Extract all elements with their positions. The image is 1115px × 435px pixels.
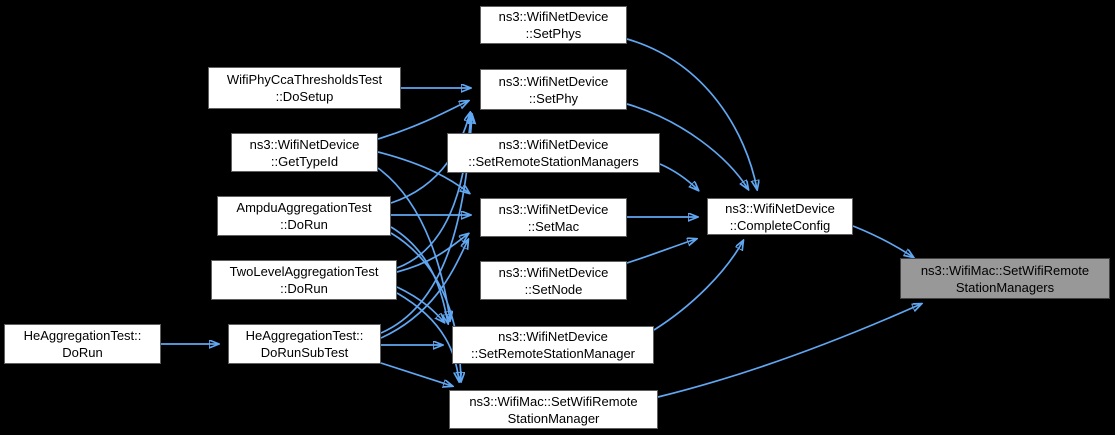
node-completeconfig[interactable]: ns3::WifiNetDevice ::CompleteConfig xyxy=(707,198,853,235)
node-label: ::SetMac xyxy=(527,218,580,234)
node-label: ::SetRemoteStationManager xyxy=(470,346,636,361)
node-label: ns3::WifiMac::SetWifiRemote xyxy=(920,262,1090,278)
node-label: ns3::WifiNetDevice xyxy=(249,136,360,152)
node-wifiphyccathresholdstest-dosetup[interactable]: WifiPhyCcaThresholdsTest ::DoSetup xyxy=(208,67,401,109)
node-label: DoRun xyxy=(62,345,103,360)
node-label: ns3::WifiNetDevice xyxy=(498,137,609,152)
node-label: StationManager xyxy=(507,410,600,426)
node-label: AmpduAggregationTest xyxy=(236,200,372,215)
edge-completeconfig-setwifirsms xyxy=(852,225,913,257)
node-label: StationManagers xyxy=(955,279,1055,295)
node-label: TwoLevelAggregationTest xyxy=(229,264,379,279)
node-label: ns3::WifiMac::SetWifiRemote xyxy=(469,393,638,409)
node-label: DoRunSubTest xyxy=(260,345,349,360)
node-label: ::DoSetup xyxy=(275,89,334,104)
node-setnode[interactable]: ns3::WifiNetDevice ::SetNode xyxy=(480,261,627,300)
node-label: ns3::WifiNetDevice xyxy=(498,201,609,217)
edge-twoleveldorun-setrsm xyxy=(396,286,444,322)
edge-setphys-completeconfig xyxy=(626,38,757,189)
node-label: ::SetPhys xyxy=(525,26,582,41)
edge-setrsms-completeconfig xyxy=(659,163,698,190)
node-label: ns3::WifiNetDevice xyxy=(498,329,608,344)
node-label: WifiPhyCcaThresholdsTest xyxy=(226,72,383,87)
edge-twoleveldorun-wmsetrsm xyxy=(396,292,459,381)
node-setphys[interactable]: ns3::WifiNetDevice ::SetPhys xyxy=(480,6,627,44)
node-twolevelaggregationtest-dorun[interactable]: TwoLevelAggregationTest ::DoRun xyxy=(211,260,397,300)
node-setremotestationmanagers[interactable]: ns3::WifiNetDevice ::SetRemoteStationMan… xyxy=(447,133,660,173)
edge-wmsetrsm-setwifirsms xyxy=(657,304,921,398)
node-label: ::SetPhy xyxy=(528,90,579,106)
edge-setnode-completeconfig xyxy=(626,239,696,264)
node-label: HeAggregationTest:: xyxy=(245,328,364,343)
node-setwifiremotestationmanagers-current[interactable]: ns3::WifiMac::SetWifiRemote StationManag… xyxy=(900,258,1110,299)
node-label: ns3::WifiNetDevice xyxy=(498,264,609,280)
edge-dorunsubtest-wmsetrsm xyxy=(380,362,452,386)
node-label: ns3::WifiNetDevice xyxy=(498,9,609,24)
edge-gettypeid-setmac xyxy=(377,151,469,193)
node-label: ::SetNode xyxy=(524,281,583,297)
edge-ampdudorun-wmsetrsm xyxy=(390,232,461,381)
edge-setrsm-completeconfig xyxy=(653,241,743,331)
node-gettypeid[interactable]: ns3::WifiNetDevice ::GetTypeId xyxy=(231,133,378,172)
node-setremotestationmanager[interactable]: ns3::WifiNetDevice ::SetRemoteStationMan… xyxy=(452,326,654,364)
edge-setphy-completeconfig xyxy=(626,103,748,189)
node-label: ::GetTypeId xyxy=(270,153,339,169)
node-label: ns3::WifiNetDevice xyxy=(725,200,835,216)
node-heaggregationtest-dorunsubtest[interactable]: HeAggregationTest:: DoRunSubTest xyxy=(228,324,381,364)
node-ampduaggregationtest-dorun[interactable]: AmpduAggregationTest ::DoRun xyxy=(217,196,391,236)
node-label: ::CompleteConfig xyxy=(729,217,831,233)
node-label: HeAggregationTest:: xyxy=(23,328,142,343)
node-heaggregationtest-dorun[interactable]: HeAggregationTest:: DoRun xyxy=(4,324,161,364)
node-label: ::DoRun xyxy=(280,281,328,296)
node-setmac[interactable]: ns3::WifiNetDevice ::SetMac xyxy=(480,198,627,237)
node-setphy[interactable]: ns3::WifiNetDevice ::SetPhy xyxy=(480,69,627,110)
node-label: ::DoRun xyxy=(280,217,328,232)
node-label: ns3::WifiNetDevice xyxy=(498,73,609,89)
edge-gettypeid-setphy xyxy=(377,101,468,140)
node-wifimac-setwifiremotestationmanager[interactable]: ns3::WifiMac::SetWifiRemote StationManag… xyxy=(449,390,658,429)
node-label: ::SetRemoteStationManagers xyxy=(468,154,639,169)
